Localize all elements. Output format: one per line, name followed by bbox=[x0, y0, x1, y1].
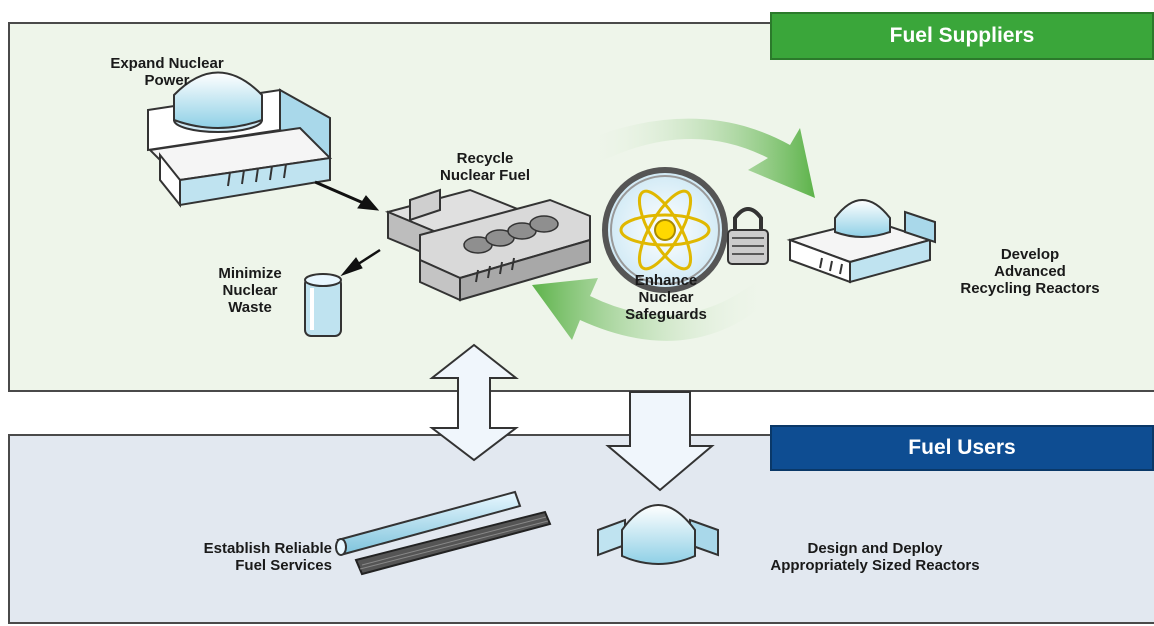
label-line: Appropriately Sized Reactors bbox=[770, 557, 980, 574]
label-design-deploy-sized-reactors: Design and Deploy Appropriately Sized Re… bbox=[730, 540, 1020, 574]
label-line: Safeguards bbox=[625, 306, 707, 323]
tab-fuel-users: Fuel Users bbox=[770, 425, 1154, 471]
fuel-suppliers-title: Fuel Suppliers bbox=[889, 24, 1035, 47]
label-line: Expand Nuclear bbox=[110, 55, 224, 72]
label-line: Power bbox=[144, 72, 190, 89]
power-plant-icon bbox=[147, 71, 333, 208]
label-minimize-nuclear-waste: Minimize Nuclear Waste bbox=[190, 265, 310, 316]
label-line: Advanced bbox=[994, 263, 1066, 280]
fuel-users-title: Fuel Users bbox=[908, 436, 1016, 459]
cycle-arrow-top bbox=[585, 118, 815, 198]
label-develop-advanced-recycling-reactors: Develop Advanced Recycling Reactors bbox=[930, 246, 1130, 297]
label-enhance-nuclear-safeguards: Enhance Nuclear Safeguards bbox=[596, 272, 736, 323]
label-line: Develop bbox=[1000, 246, 1060, 263]
waste-canister-icon bbox=[304, 273, 342, 337]
label-line: Recycle bbox=[456, 150, 514, 167]
label-recycle-nuclear-fuel: Recycle Nuclear Fuel bbox=[415, 150, 555, 184]
cycle-arrow-bottom bbox=[532, 278, 770, 341]
flow-arrow bbox=[314, 180, 381, 277]
fuel-rod-icon bbox=[335, 490, 552, 576]
down-arrow bbox=[605, 391, 715, 492]
label-line: Nuclear bbox=[222, 282, 278, 299]
small-reactor-icon bbox=[597, 504, 719, 565]
label-line: Waste bbox=[228, 299, 272, 316]
label-line: Recycling Reactors bbox=[960, 280, 1100, 297]
label-line: Minimize bbox=[218, 265, 282, 282]
label-expand-nuclear-power: Expand Nuclear Power bbox=[82, 55, 252, 89]
double-arrow bbox=[429, 343, 519, 462]
tab-fuel-suppliers: Fuel Suppliers bbox=[770, 12, 1154, 60]
atom-lock-icon bbox=[602, 167, 769, 293]
label-line: Nuclear bbox=[638, 289, 694, 306]
recycling-facility-icon bbox=[384, 188, 591, 302]
label-line: Design and Deploy bbox=[807, 540, 943, 557]
label-line: Establish Reliable bbox=[203, 540, 332, 557]
label-line: Enhance bbox=[634, 272, 698, 289]
label-establish-reliable-fuel-services: Establish Reliable Fuel Services bbox=[132, 540, 332, 574]
label-line: Fuel Services bbox=[235, 557, 332, 574]
label-line: Nuclear Fuel bbox=[439, 167, 531, 184]
advanced-reactor-icon bbox=[786, 199, 936, 284]
